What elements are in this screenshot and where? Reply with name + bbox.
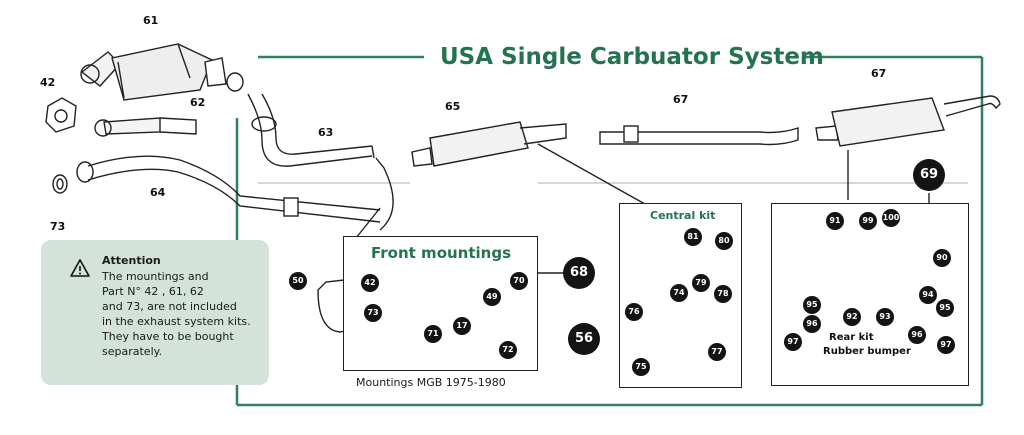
- diagram-title: USA Single Carbuator System: [440, 44, 824, 70]
- rear-kit-title: Rear kit: [829, 332, 874, 343]
- part-label-64: 64: [150, 186, 166, 199]
- rear-label-97-right: 97: [937, 336, 955, 354]
- rear-label-99: 99: [859, 212, 877, 230]
- attention-line: Part N° 42 , 61, 62: [102, 285, 204, 298]
- attention-line: The mountings and: [102, 270, 209, 283]
- rear-label-94: 94: [919, 286, 937, 304]
- rear-label-97-left: 97: [784, 333, 802, 351]
- front-mountings-title: Front mountings: [371, 244, 512, 262]
- rear-label-100: 100: [882, 209, 900, 227]
- central-label-74: 74: [670, 284, 688, 302]
- rear-label-91: 91: [826, 212, 844, 230]
- part-label-73: 73: [50, 220, 66, 233]
- attention-line: separately.: [102, 345, 163, 358]
- central-kit-title: Central kit: [650, 209, 716, 222]
- attention-line: and 73, are not included: [102, 300, 237, 313]
- rear-label-96-right: 96: [908, 326, 926, 344]
- front-label-70: 70: [510, 272, 528, 290]
- part-label-62: 62: [190, 96, 206, 109]
- rear-kit-subtitle: Rubber bumper: [823, 346, 911, 357]
- front-label-72: 72: [499, 341, 517, 359]
- central-label-75: 75: [632, 358, 650, 376]
- central-label-76: 76: [625, 303, 643, 321]
- central-label-78: 78: [714, 285, 732, 303]
- part-label-42: 42: [40, 76, 56, 89]
- rear-label-92: 92: [843, 308, 861, 326]
- attention-line: in the exhaust system kits.: [102, 315, 251, 328]
- front-label-49: 49: [483, 288, 501, 306]
- central-label-80: 80: [715, 232, 733, 250]
- part-badge-69: 69: [913, 159, 945, 191]
- warning-triangle-icon: [70, 259, 90, 277]
- rear-label-90: 90: [933, 249, 951, 267]
- rear-kit-box: [771, 203, 969, 386]
- part-label-65: 65: [445, 100, 461, 113]
- attention-heading: Attention: [102, 254, 161, 267]
- rear-label-95-left: 95: [803, 296, 821, 314]
- front-label-73: 73: [364, 304, 382, 322]
- front-label-17: 17: [453, 317, 471, 335]
- attention-note: Attention The mountings and Part N° 42 ,…: [41, 240, 269, 385]
- central-kit-badge: 56: [568, 323, 600, 355]
- central-label-79: 79: [692, 274, 710, 292]
- part-label-67-rear: 67: [871, 67, 887, 80]
- front-label-42: 42: [361, 274, 379, 292]
- front-mountings-badge: 68: [563, 257, 595, 289]
- attention-line: They have to be bought: [102, 330, 234, 343]
- central-label-77: 77: [708, 343, 726, 361]
- rear-label-96-left: 96: [803, 315, 821, 333]
- rear-label-95-right: 95: [936, 299, 954, 317]
- part-label-63: 63: [318, 126, 334, 139]
- front-label-71: 71: [424, 325, 442, 343]
- front-mountings-caption: Mountings MGB 1975-1980: [356, 376, 506, 389]
- part-label-67-middle: 67: [673, 93, 689, 106]
- central-label-81: 81: [684, 228, 702, 246]
- part-label-61: 61: [143, 14, 159, 27]
- rear-label-93: 93: [876, 308, 894, 326]
- front-label-50: 50: [289, 272, 307, 290]
